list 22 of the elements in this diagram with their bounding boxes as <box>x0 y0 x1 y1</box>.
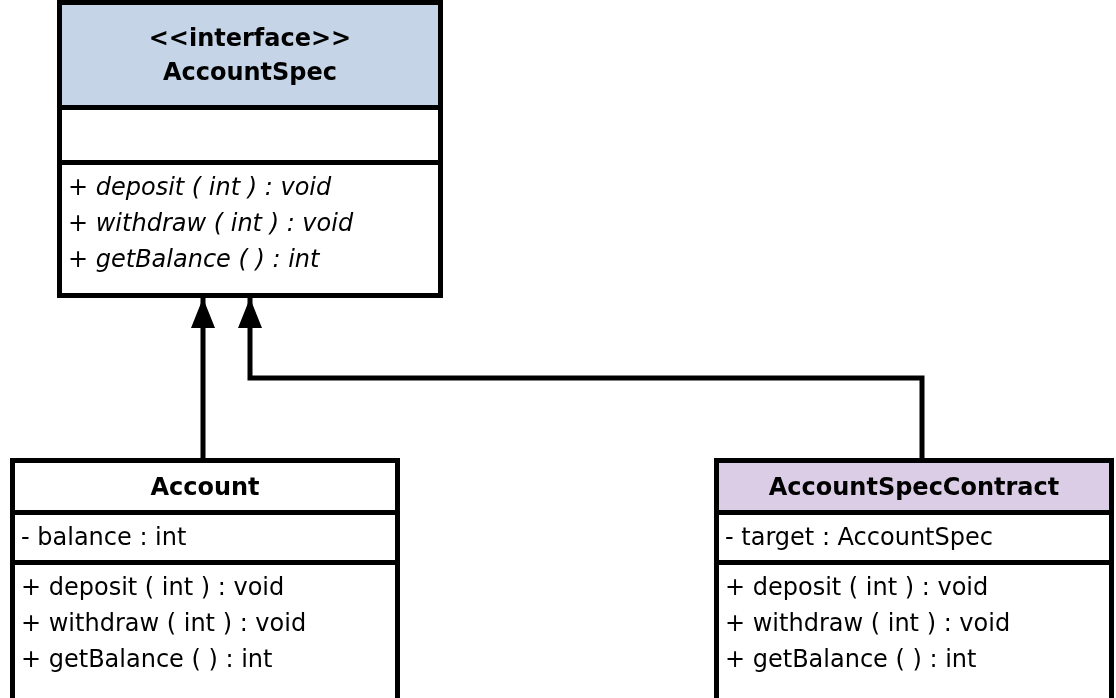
class-header <box>62 5 438 105</box>
method-signature: + getBalance ( ) : int <box>725 644 977 675</box>
attribute: - balance : int <box>21 522 187 553</box>
method-signature: + withdraw ( int ) : void <box>21 608 307 639</box>
class-name: AccountSpec <box>162 57 338 88</box>
method-signature: + withdraw ( int ) : void <box>725 608 1011 639</box>
inheritance-arrow <box>238 298 925 458</box>
method-signature: + withdraw ( int ) : void <box>68 208 354 239</box>
method-signature: + getBalance ( ) : int <box>21 644 273 675</box>
method-signature: + deposit ( int ) : void <box>725 572 989 603</box>
class-name: AccountSpecContract <box>768 471 1060 503</box>
method-signature: + deposit ( int ) : void <box>68 172 332 203</box>
attribute: - target : AccountSpec <box>725 522 993 553</box>
class-box <box>10 458 400 698</box>
class-box <box>57 0 443 298</box>
class-box <box>714 458 1114 698</box>
class-header <box>719 463 1109 510</box>
inheritance-arrow <box>191 298 215 458</box>
stereotype: <<interface>> <box>148 23 352 54</box>
method-signature: + getBalance ( ) : int <box>68 244 320 275</box>
method-signature: + deposit ( int ) : void <box>21 572 285 603</box>
class-name: Account <box>150 471 260 503</box>
